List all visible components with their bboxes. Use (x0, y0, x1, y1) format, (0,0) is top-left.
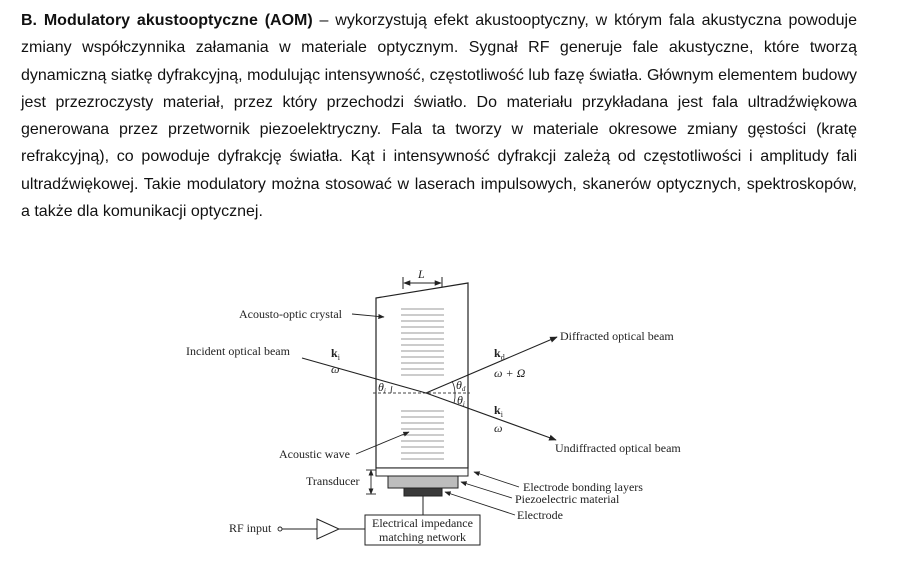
theta-i-left-label: θi (378, 380, 386, 395)
incident-frequency: ω (331, 362, 339, 376)
crystal-label: Acousto-optic crystal (239, 307, 343, 321)
electrode-leader (444, 491, 516, 516)
theta-d-arc (451, 380, 456, 394)
network-label-line2: matching network (379, 530, 466, 544)
transducer-dimension (366, 469, 376, 495)
description-paragraph: B. Modulatory akustooptyczne (AOM) – wyk… (21, 7, 857, 225)
incident-wavevector: ki (331, 346, 341, 362)
undiffracted-wavevector: ki (494, 403, 504, 419)
network-label-line1: Electrical impedance (372, 516, 473, 530)
rf-input-label: RF input (229, 521, 272, 535)
length-dimension: L (402, 267, 443, 289)
acoustic-wavefronts (401, 308, 444, 460)
incident-beam-label: Incident optical beam (186, 344, 291, 358)
incident-beam (301, 357, 427, 394)
bonding-layers-label: Electrode bonding layers (523, 480, 643, 494)
rf-input-terminal (277, 526, 283, 532)
bonding-leader (473, 471, 520, 488)
length-symbol: L (417, 267, 425, 281)
theta-i-arc-left (390, 385, 393, 394)
paragraph-body: – wykorzystują efekt akustooptyczny, w k… (21, 12, 857, 221)
piezo-leader (460, 481, 513, 499)
diffracted-frequency: ω + Ω (494, 366, 526, 380)
theta-i-right-label: θi (457, 393, 465, 408)
theta-i-arc-right (453, 392, 456, 404)
piezoelectric-label: Piezoelectric material (515, 492, 620, 506)
section-heading: B. Modulatory akustooptyczne (AOM) (21, 12, 313, 29)
diffracted-beam (425, 336, 558, 394)
electrode-layer (403, 487, 443, 497)
electrode-bonding-layer (375, 467, 469, 477)
transducer-label: Transducer (306, 474, 360, 488)
electrode-label: Electrode (517, 508, 563, 522)
impedance-matching-network (364, 514, 481, 546)
diffracted-beam-label: Diffracted optical beam (560, 329, 674, 343)
diffracted-wavevector: kd (494, 346, 505, 362)
amplifier-icon (316, 518, 341, 540)
acoustic-wave-leader (355, 431, 410, 455)
piezoelectric-layer (387, 475, 459, 489)
undiffracted-beam-label: Undiffracted optical beam (555, 441, 681, 455)
crystal-leader (351, 313, 385, 319)
theta-d-label: θd (456, 378, 466, 393)
undiffracted-beam (425, 392, 557, 441)
undiffracted-frequency: ω (494, 421, 502, 435)
acoustic-wave-label: Acoustic wave (279, 447, 350, 461)
